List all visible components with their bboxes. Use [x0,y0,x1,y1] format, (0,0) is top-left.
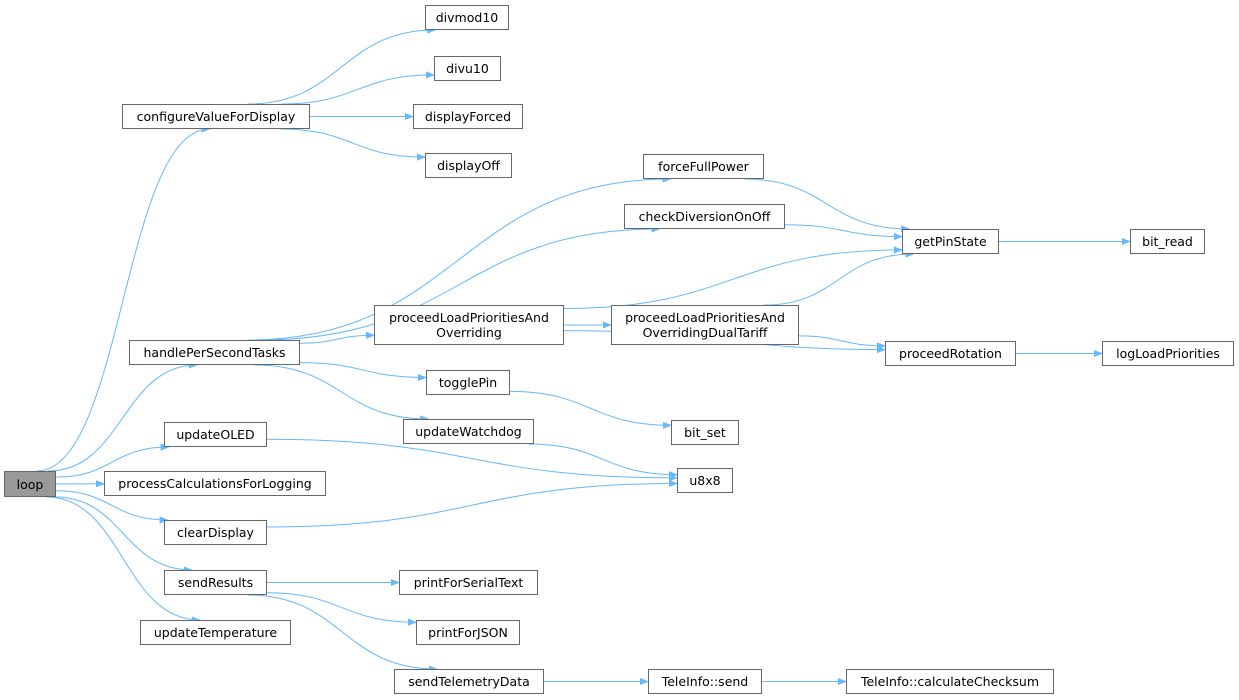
node-print-for-json[interactable]: printForJSON [416,620,520,645]
edge-handlePerSecondTasks-to-togglePin [299,362,427,382]
edge-configureValueForDisplay-to-divmod10 [247,26,437,105]
edge-checkDiversionOnOff-to-getPinState [784,224,903,241]
node-proceed-rotation[interactable]: proceedRotation [885,341,1016,366]
node-bit-read[interactable]: bit_read [1130,229,1205,254]
node-bit-set[interactable]: bit_set [671,420,739,445]
edge-updateWatchdog-to-u8x8 [528,443,678,479]
node-loop: loop [4,471,56,497]
node-send-telemetry-data[interactable]: sendTelemetryData [394,669,544,694]
node-update-watchdog[interactable]: updateWatchdog [403,419,534,444]
edge-sendResults-to-printForJSON [266,592,417,626]
edge-handlePerSecondTasks-to-proceedLoadPrioritiesAndOverriding [299,331,375,344]
node-check-diversion-on-off[interactable]: checkDiversionOnOff [624,204,785,229]
node-get-pin-state[interactable]: getPinState [902,229,999,254]
edge-loop-to-updateOLED [55,443,170,478]
edge-handlePerSecondTasks-to-checkDiversionOnOff [259,225,661,341]
node-u8x8[interactable]: u8x8 [677,468,733,493]
edge-handlePerSecondTasks-to-updateWatchdog [254,364,430,423]
edge-updateOLED-to-u8x8 [266,438,678,482]
node-log-load-priorities[interactable]: logLoadPriorities [1102,341,1234,366]
node-update-oled[interactable]: updateOLED [164,422,267,447]
node-clear-display[interactable]: clearDisplay [164,520,267,545]
node-update-temperature[interactable]: updateTemperature [140,620,291,645]
edge-loop-to-configureValueForDisplay [36,125,211,472]
edge-sendResults-to-sendTelemetryData [247,594,438,673]
edge-proceedLoadPrioritiesAndOverridingDualTariff-to-getPinState [763,250,915,306]
node-divu10[interactable]: divu10 [434,56,501,81]
node-handle-per-second-tasks[interactable]: handlePerSecondTasks [129,340,300,365]
node-send-results[interactable]: sendResults [164,570,267,595]
edge-configureValueForDisplay-to-displayOff [280,128,426,161]
edge-configureValueForDisplay-to-divu10 [281,71,435,105]
node-display-off[interactable]: displayOff [425,153,512,178]
node-process-calculations-for-logging[interactable]: processCalculationsForLogging [104,471,326,496]
edge-forceFullPower-to-getPinState [744,178,911,233]
node-configure-value-for-display[interactable]: configureValueForDisplay [122,104,310,129]
edge-handlePerSecondTasks-to-forceFullPower [247,175,672,341]
edge-loop-to-updateTemperature [46,496,201,624]
node-divmod10[interactable]: divmod10 [425,5,509,30]
node-print-for-serial-text[interactable]: printForSerialText [399,570,538,595]
edge-loop-to-sendResults [54,496,193,574]
node-toggle-pin[interactable]: togglePin [426,370,510,395]
node-display-forced[interactable]: displayForced [413,104,523,129]
edge-clearDisplay-to-u8x8 [266,479,678,528]
node-teleinfo-send[interactable]: TeleInfo::send [648,669,762,694]
edge-proceedLoadPrioritiesAndOverridingDualTariff-to-proceedRotation [798,335,886,350]
edge-loop-to-clearDisplay [55,490,169,524]
edge-proceedLoadPrioritiesAndOverriding-to-getPinState [563,246,903,309]
edge-loop-to-handlePerSecondTasks [48,361,198,472]
node-force-full-power[interactable]: forceFullPower [643,154,764,179]
edge-togglePin-to-bit_set [509,390,672,429]
node-proceed-load-priorities-and-overriding[interactable]: proceedLoadPrioritiesAnd Overriding [374,305,564,345]
node-teleinfo-calculate-checksum[interactable]: TeleInfo::calculateChecksum [846,669,1054,694]
node-proceed-load-priorities-and-overriding-dual-tariff[interactable]: proceedLoadPrioritiesAnd OverridingDualT… [611,305,799,345]
